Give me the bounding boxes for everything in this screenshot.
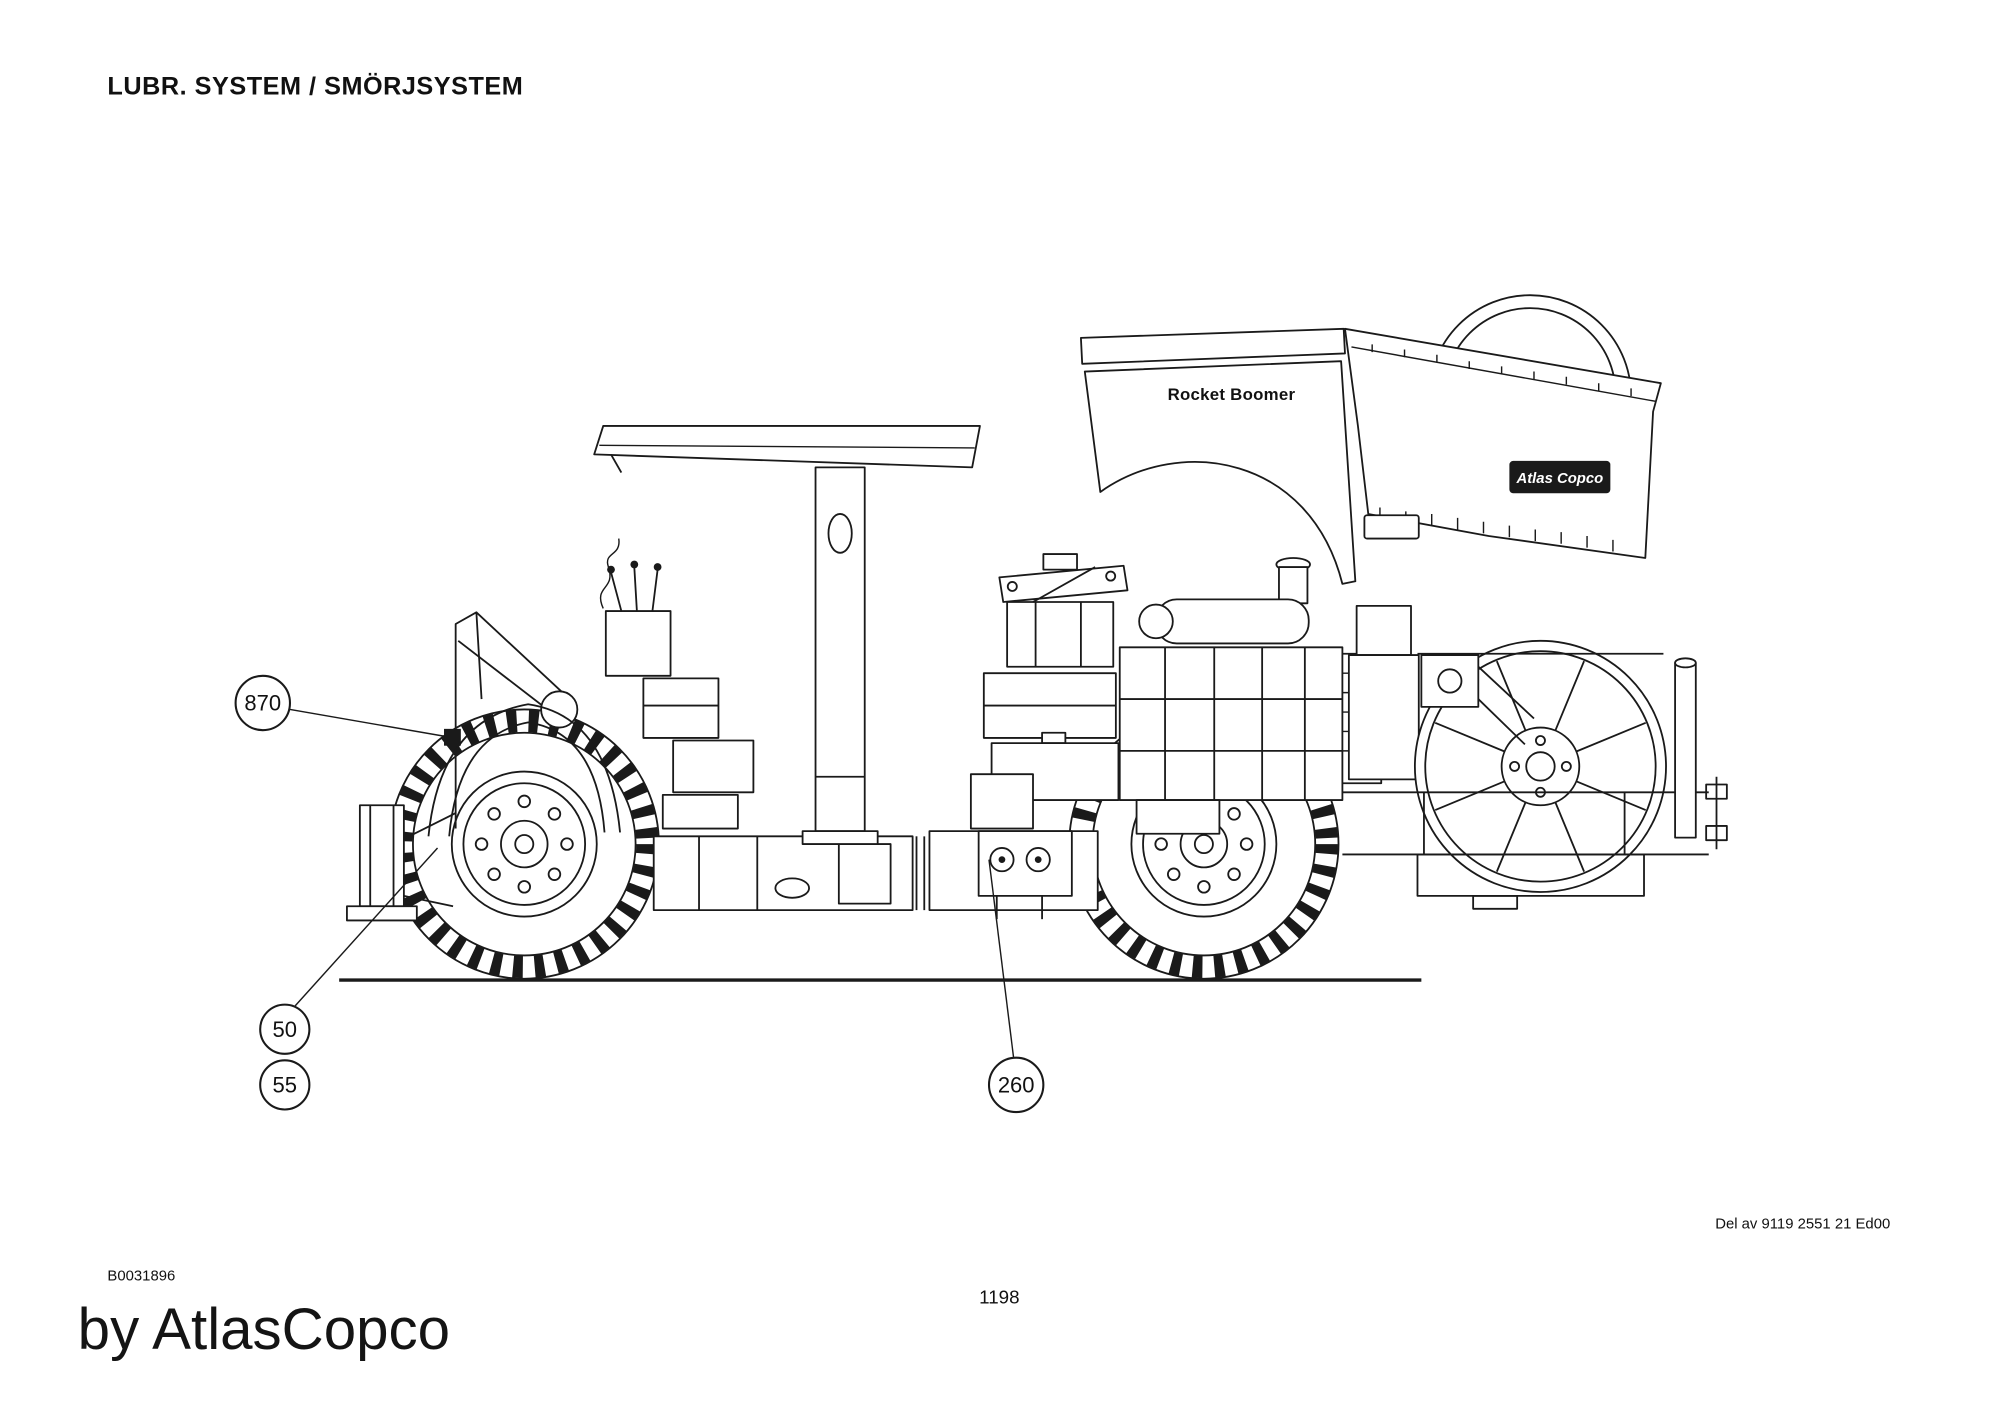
hydraulic-tanks bbox=[982, 672, 1120, 801]
page-number: 1198 bbox=[979, 1287, 1019, 1308]
callouts: 870 50 55 260 bbox=[234, 674, 1045, 1114]
cover-hatch-plate bbox=[1363, 514, 1420, 540]
leader-line-260 bbox=[988, 859, 1015, 1058]
front-bumper bbox=[346, 804, 457, 922]
front-wheel bbox=[390, 709, 659, 978]
rocket-boomer-label: Rocket Boomer bbox=[1168, 385, 1296, 404]
atlas-copco-logo-text: Atlas Copco bbox=[1515, 471, 1603, 487]
callout-55-label: 55 bbox=[273, 1073, 297, 1098]
atlas-copco-logo: Atlas Copco bbox=[1509, 460, 1611, 494]
callout-260: 260 bbox=[987, 1056, 1045, 1114]
canopy bbox=[593, 425, 981, 845]
callout-260-label: 260 bbox=[998, 1073, 1035, 1098]
part-marker-870 bbox=[444, 728, 461, 746]
cover-top-bar bbox=[1080, 327, 1346, 365]
callout-50: 50 bbox=[259, 1003, 311, 1055]
cover-rivet-row-top bbox=[1371, 344, 1632, 397]
engine-assembly bbox=[1118, 557, 1420, 835]
lubrication-pump-unit bbox=[969, 773, 1073, 920]
callout-870-label: 870 bbox=[244, 691, 281, 716]
watermark-text: by AtlasCopco bbox=[78, 1297, 450, 1362]
callout-870: 870 bbox=[234, 674, 292, 732]
front-frame bbox=[427, 611, 621, 837]
cover-right-panel bbox=[1344, 327, 1662, 559]
doc-number: B0031896 bbox=[107, 1268, 175, 1284]
operator-console bbox=[599, 538, 755, 830]
exploded-roof-cover: Rocket Boomer Atlas Copco bbox=[1080, 294, 1662, 585]
page-title: LUBR. SYSTEM / SMÖRJSYSTEM bbox=[107, 72, 523, 101]
rear-frame bbox=[1342, 652, 1728, 910]
machine-drawing bbox=[339, 425, 1728, 980]
part-reference: Del av 9119 2551 21 Ed00 bbox=[1715, 1217, 1890, 1233]
leader-line-50 bbox=[294, 847, 439, 1007]
callout-55: 55 bbox=[259, 1059, 311, 1111]
boom-mount bbox=[998, 553, 1129, 668]
callout-50-label: 50 bbox=[273, 1017, 297, 1042]
leader-line-870 bbox=[289, 708, 447, 738]
cover-left-panel bbox=[1083, 360, 1357, 585]
